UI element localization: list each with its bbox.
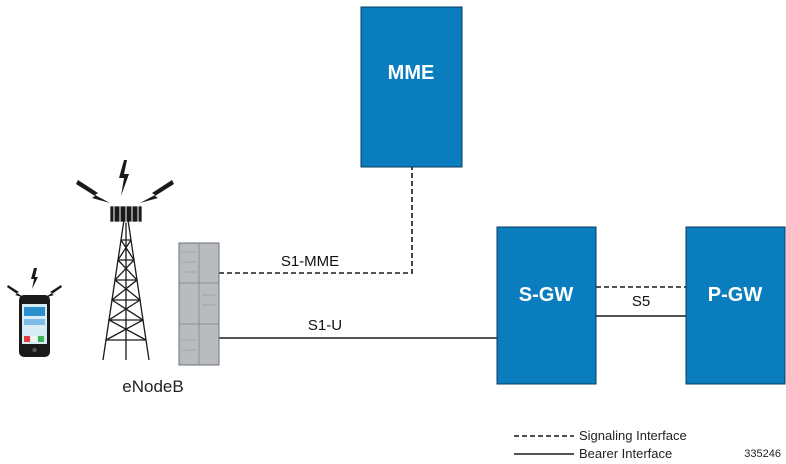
s1-u-label: S1-U bbox=[308, 317, 342, 334]
pgw-label: P-GW bbox=[708, 284, 763, 306]
pgw-node: P-GW bbox=[685, 226, 786, 385]
figure-id: 335246 bbox=[744, 448, 781, 460]
legend: Signaling Interface Bearer Interface bbox=[514, 428, 687, 461]
enodeb-cabinet-icon bbox=[178, 242, 220, 366]
s1-mme-label: S1-MME bbox=[281, 253, 339, 270]
s5-label: S5 bbox=[632, 293, 650, 310]
sgw-label: S-GW bbox=[519, 284, 574, 306]
lightning-signal-icon bbox=[76, 160, 174, 203]
mme-label: MME bbox=[388, 62, 435, 84]
legend-bearer-label: Bearer Interface bbox=[579, 446, 672, 461]
mobile-phone-icon bbox=[7, 268, 62, 357]
enodeb-label: eNodeB bbox=[122, 377, 183, 396]
cell-tower-icon bbox=[102, 205, 150, 361]
s1-mme-line bbox=[219, 167, 413, 274]
sgw-node: S-GW bbox=[496, 226, 597, 385]
legend-signaling-label: Signaling Interface bbox=[579, 428, 687, 443]
mme-node: MME bbox=[360, 6, 463, 168]
